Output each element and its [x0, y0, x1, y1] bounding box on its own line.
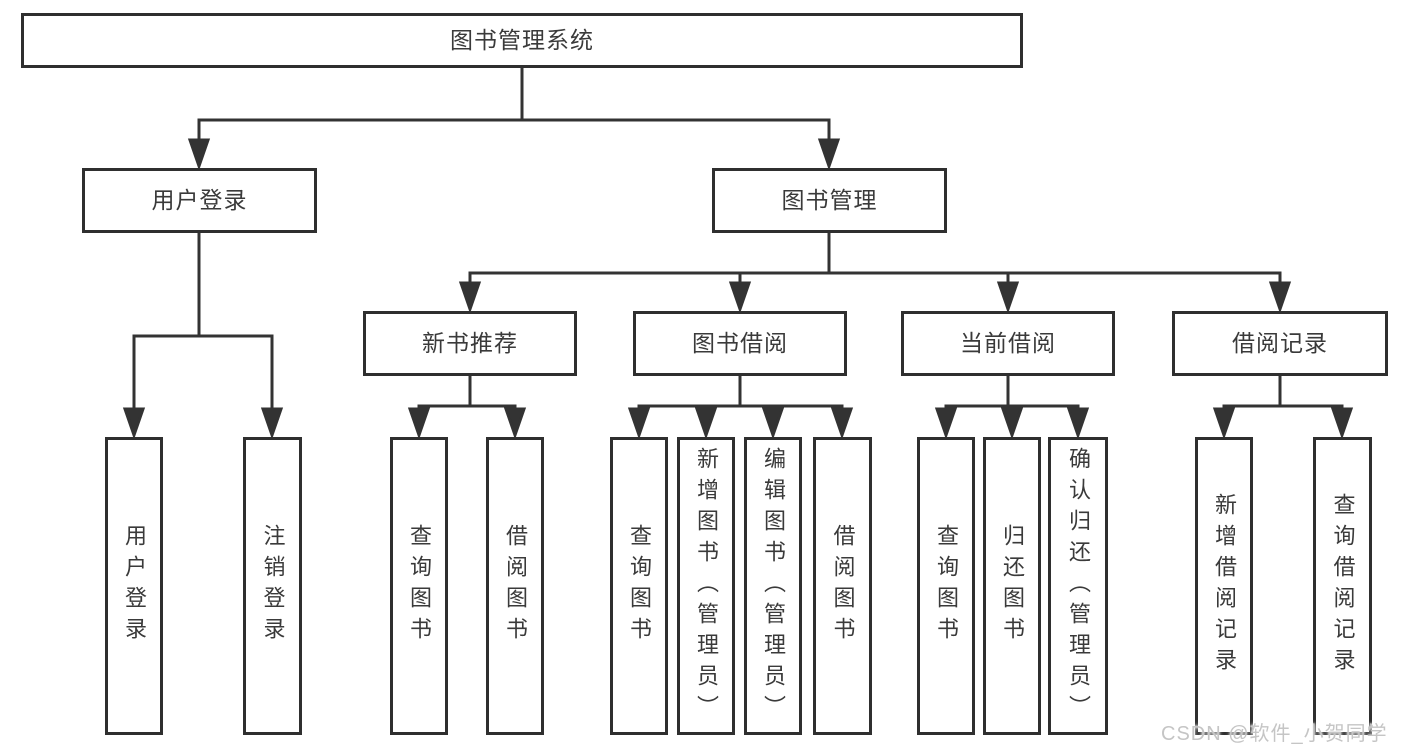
leaf-query-books-recommend: 查询图书 [390, 437, 448, 735]
leaf-user-login: 用户登录 [105, 437, 163, 735]
watermark: CSDN @软件_小贺同学 [1161, 723, 1388, 745]
leaf-return-books: 归还图书 [983, 437, 1041, 735]
leaf-query-books-borrowing: 查询图书 [610, 437, 668, 735]
node-new-book-recommend: 新书推荐 [363, 311, 577, 376]
leaf-borrow-books-recommend: 借阅图书 [486, 437, 544, 735]
node-borrowing-records: 借阅记录 [1172, 311, 1388, 376]
node-user-login: 用户登录 [82, 168, 317, 233]
leaf-query-books-current: 查询图书 [917, 437, 975, 735]
leaf-edit-books-admin: 编辑图书（管理员） [744, 437, 802, 735]
node-book-borrowing: 图书借阅 [633, 311, 847, 376]
leaf-query-borrow-record: 查询借阅记录 [1313, 437, 1372, 735]
node-root-system: 图书管理系统 [21, 13, 1023, 68]
leaf-borrow-books: 借阅图书 [813, 437, 872, 735]
leaf-add-borrow-record: 新增借阅记录 [1195, 437, 1253, 735]
leaf-confirm-return-admin: 确认归还（管理员） [1048, 437, 1108, 735]
leaf-logout: 注销登录 [243, 437, 302, 735]
node-book-management: 图书管理 [712, 168, 947, 233]
leaf-add-books-admin: 新增图书（管理员） [677, 437, 735, 735]
node-current-borrowing: 当前借阅 [901, 311, 1115, 376]
